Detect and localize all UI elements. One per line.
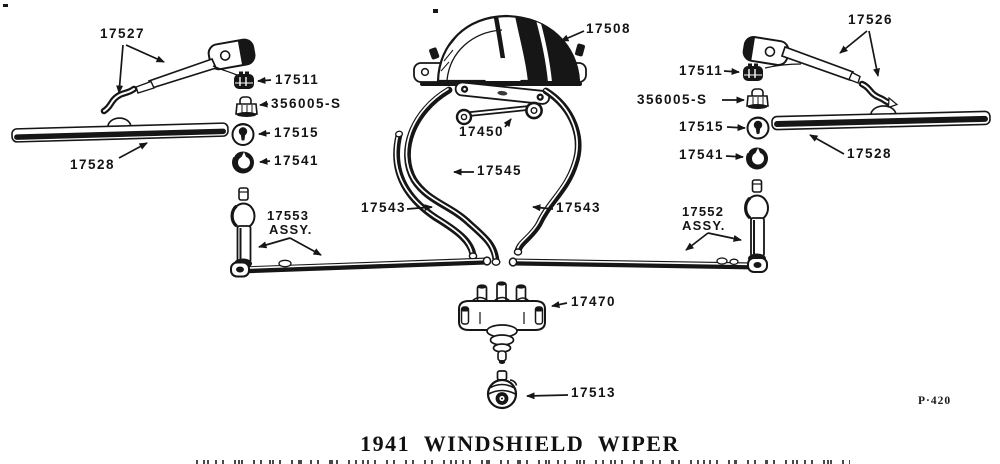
control-tube-right [508, 257, 768, 273]
cutoff-caption [196, 459, 850, 464]
control-tube-left [230, 256, 492, 278]
callout-ring-left: 17541 [274, 153, 320, 168]
callout-stud-nut-right: 356005-S [637, 92, 708, 107]
wiper-motor [413, 9, 587, 105]
callout-blade-right: 17528 [847, 146, 893, 161]
print-speck [433, 9, 438, 13]
callout-knob: 17513 [571, 385, 617, 400]
callout-manifold: 17470 [571, 294, 617, 309]
hose-right [513, 87, 582, 256]
callout-escutcheon-right: 17515 [679, 119, 725, 134]
callout-motor: 17508 [586, 21, 632, 36]
wiper-blade-left [11, 117, 229, 143]
leader-lines [116, 30, 880, 400]
callout-ring-right: 17541 [679, 147, 725, 162]
vacuum-manifold [458, 281, 546, 364]
callout-arm-left: 17527 [100, 26, 146, 41]
escutcheon-right [746, 116, 770, 140]
callout-hose-left: 17543 [361, 200, 407, 215]
callout-stud-nut-left: 356005-S [271, 96, 342, 111]
escutcheon-left [231, 123, 255, 146]
hose-left [393, 130, 478, 260]
spacer-ring-left [232, 151, 254, 174]
pivot-assembly-left [230, 187, 256, 269]
print-speck [3, 4, 8, 7]
drive-link [455, 101, 543, 126]
wiper-arm-right [742, 36, 899, 109]
callout-hose-center: 17545 [477, 163, 523, 178]
callout-blade-left: 17528 [70, 157, 116, 172]
hose-center [404, 86, 501, 266]
callout-cap-right: 17511 [679, 63, 724, 78]
wiper-blade-right [771, 105, 991, 131]
wiper-arm-left [100, 38, 256, 115]
plate-code: P·420 [918, 395, 952, 407]
control-knob [486, 370, 518, 410]
callout-pivot-left-no: 17553 [267, 208, 310, 223]
callout-pivot-right-no: 17552 [682, 204, 725, 219]
page-title: 1941 WINDSHIELD WIPER [360, 431, 680, 456]
stud-nut-left [235, 96, 258, 117]
callout-cap-left: 17511 [275, 72, 320, 87]
pivot-assembly-right [744, 179, 769, 264]
spacer-ring-right [746, 147, 768, 170]
callout-hose-right: 17543 [556, 200, 602, 215]
arm-cap-left [234, 71, 254, 89]
callout-escutcheon-left: 17515 [274, 125, 320, 140]
callout-arm-right: 17526 [848, 12, 894, 27]
arm-cap-right [743, 63, 802, 81]
callout-drive-link: 17450 [459, 124, 505, 139]
stud-nut-right [746, 88, 769, 109]
callout-pivot-right-assy: ASSY. [682, 218, 726, 233]
callout-pivot-left-assy: ASSY. [269, 222, 313, 237]
